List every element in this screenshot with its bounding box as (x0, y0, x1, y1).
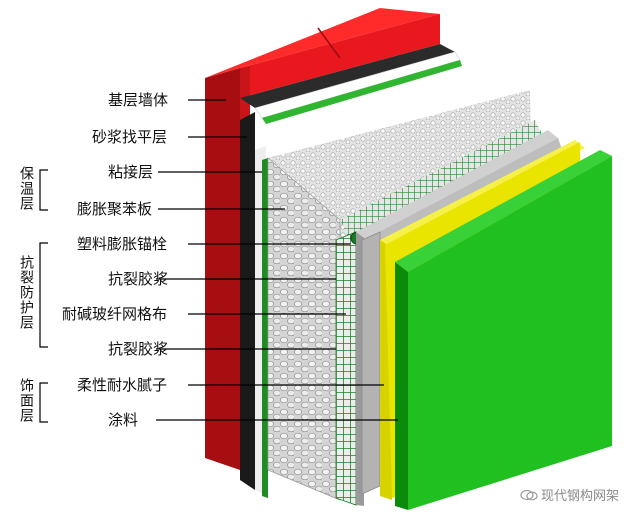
label-fiberglass-mesh: 耐碱玻纤网格布 (62, 305, 168, 323)
label-flexible-putty: 柔性耐水腻子 (77, 376, 168, 394)
adhesive-layer (254, 51, 462, 498)
wechat-icon (520, 489, 538, 500)
label-base-wall: 基层墙体 (108, 91, 169, 109)
label-mortar-levelling: 砂浆找平层 (92, 128, 168, 146)
watermark: 现代钢构网架 (520, 485, 619, 504)
label-plastic-anchor: 塑料膨胀锚栓 (77, 235, 168, 253)
leader-lines (156, 99, 398, 421)
label-anti-crack-mortar-2: 抗裂胶浆 (108, 340, 169, 358)
group-label-finish: 饰面层 (18, 378, 34, 423)
group-label-insulation: 保温层 (18, 166, 34, 211)
label-anti-crack-mortar-1: 抗裂胶浆 (108, 270, 169, 288)
label-eps-board: 膨胀聚苯板 (77, 200, 153, 218)
watermark-text: 现代钢构网架 (541, 489, 620, 504)
label-adhesive: 粘接层 (108, 163, 154, 181)
group-brackets (39, 169, 48, 423)
label-coating: 涂料 (108, 411, 139, 429)
mortar-layer (240, 44, 455, 490)
group-label-crack-protection: 抗裂防护层 (18, 255, 34, 330)
green-coating (395, 150, 612, 510)
